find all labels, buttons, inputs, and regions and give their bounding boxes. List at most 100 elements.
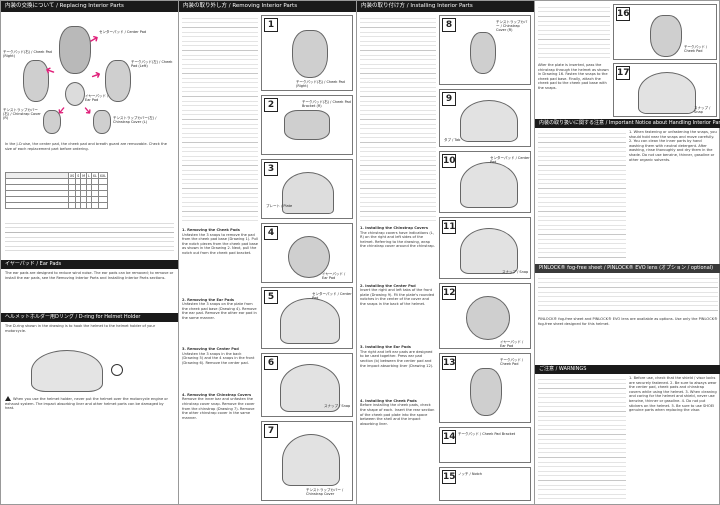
cheek-pad-illustration	[650, 15, 682, 57]
table-row	[5, 202, 108, 209]
figure-caption: タブ / Tab	[444, 138, 461, 142]
warning-icon	[5, 396, 11, 401]
section-header: イヤーパッド / Ear Pads	[1, 260, 178, 269]
helmet-illustration	[282, 434, 340, 486]
figure-caption: スナップ / Snap	[502, 270, 529, 274]
column-notices: After the plate is inserted, pass the ch…	[535, 1, 720, 504]
step-title: 2. Removing the Ear Pads	[182, 297, 235, 302]
warnings-section: 1. Before use, check that the shield / v…	[535, 374, 720, 504]
dring-warning-text: When you use the helmet holder, never pu…	[5, 397, 168, 411]
top-section: After the plate is inserted, pass the ch…	[535, 1, 720, 119]
section-header: ヘルメットホルダー用Dリング / D-ring for Helmet Holde…	[1, 313, 178, 322]
center-pad-illustration	[59, 26, 91, 74]
figure-9: 9 タブ / Tab	[439, 89, 531, 147]
figure-caption: イヤーパッド / Ear Pad	[500, 340, 524, 348]
figure-10: 10 センターパッド / Center Pad	[439, 151, 531, 213]
warnings-text: 1. Before use, check that the shield / v…	[629, 376, 717, 413]
step-body: Unfasten the 3 snaps on the plate from t…	[182, 302, 257, 320]
chinstrap-cover-l-illustration	[93, 110, 111, 134]
figure-caption: チンストラップカバー / Chinstrap Cover	[306, 488, 344, 496]
ear-pads-text: The ear pads are designed to reduce wind…	[5, 271, 174, 280]
d-ring-icon	[111, 364, 123, 376]
figure-number: 12	[442, 286, 456, 300]
interior-diagram: ➜ ➜ ➜ ➜ ➜ センターパッド / Center Pad チークパッド(右)…	[1, 12, 178, 140]
step-body: Remove the inner bar and unfasten the ch…	[182, 397, 255, 420]
label-cheek-pad-right: チークパッド(右) / Cheek Pad (Right)	[3, 50, 52, 58]
section-header: ご注意 / WARNINGS	[535, 365, 720, 374]
step-body: The right and left ear pads are designed…	[360, 349, 434, 368]
helmet-illustration	[282, 172, 334, 214]
japanese-text-block	[182, 15, 258, 225]
figure-caption: センターパッド / Center Pad	[490, 156, 530, 164]
figure-5: 5 センターパッド / Center Pad	[261, 287, 353, 349]
column-replacing-parts: 内装の交換について / Replacing Interior Parts ➜ ➜…	[1, 1, 179, 504]
cheek-pad-illustration	[292, 30, 328, 78]
notice-section: 1. When fastening or unfastening the sna…	[535, 128, 720, 264]
figure-caption: チンストラップカバー / Chinstrap Cover (R)	[496, 20, 528, 32]
label-ear-pad: イヤーパッド / Ear Pad	[85, 94, 109, 102]
figure-6: 6 スナップ / Snap	[261, 353, 353, 417]
figure-caption: チークパッド / Cheek Pad Bracket	[458, 432, 516, 436]
cheek-pad-illustration	[470, 368, 502, 416]
step-body: Unfasten the 3 snaps to remove the pad f…	[182, 232, 258, 255]
figure-7: 7 チンストラップカバー / Chinstrap Cover	[261, 421, 353, 501]
figure-15: 15 ノッチ / Notch	[439, 467, 531, 501]
notes-lines	[5, 220, 174, 254]
step-title: 2. Installing the Center Pad	[360, 283, 416, 288]
figure-caption: チークパッド(右) / Cheek Pad Bracket (R)	[302, 100, 351, 108]
notice-text: 1. When fastening or unfastening the sna…	[629, 130, 717, 162]
section-header: PINLOCK® fog-free sheet / PINLOCK® EVO l…	[535, 264, 720, 273]
installing-steps: 1. Installing the Chinstrap Covers The c…	[360, 15, 436, 499]
section-header: 内装の交換について / Replacing Interior Parts	[1, 1, 178, 12]
figure-caption: プレート / Plate	[266, 204, 293, 208]
helmet-illustration	[460, 162, 518, 208]
figure-number: 17	[616, 66, 630, 80]
figure-number: 16	[616, 7, 630, 21]
figure-4: 4 イヤーパッド / Ear Pad	[261, 223, 353, 283]
helmet-illustration	[31, 350, 103, 392]
step-title: 1. Removing the Cheek Pads	[182, 228, 240, 232]
table-row	[5, 190, 108, 197]
figure-1: 1 チークパッド(右) / Cheek Pad (Right)	[261, 15, 353, 91]
step-title: 4. Removing the Chinstrap Covers	[182, 392, 252, 397]
helmet-illustration	[460, 100, 518, 142]
figure-8: 8 チンストラップカバー / Chinstrap Cover (R)	[439, 15, 531, 85]
helmet-illustration	[638, 72, 696, 114]
size-table: XS S M L XL XXL	[5, 172, 108, 209]
figure-caption: センターパッド / Center Pad	[312, 292, 352, 300]
notes-block	[1, 220, 178, 260]
figure-caption: スナップ / Snap	[324, 404, 351, 408]
dring-text: The D-ring shown in the drawing is to ho…	[5, 324, 156, 333]
figure-number: 13	[442, 356, 456, 370]
figure-2: 2 チークパッド(右) / Cheek Pad Bracket (R)	[261, 95, 353, 155]
figure-11: 11 スナップ / Snap	[439, 217, 531, 279]
figure-number: 15	[442, 470, 456, 484]
figure-caption: イヤーパッド / Ear Pad	[322, 272, 346, 280]
figure-caption: スナップ / Snap	[694, 106, 711, 114]
size-table-wrapper: XS S M L XL XXL	[1, 172, 178, 218]
figure-number: 3	[264, 162, 278, 176]
final-step-text: After the plate is inserted, pass the ch…	[538, 63, 609, 90]
helmet-illustration	[280, 298, 340, 344]
figure-number: 7	[264, 424, 278, 438]
figure-number: 4	[264, 226, 278, 240]
step-title: 3. Installing the Ear Pads	[360, 345, 411, 350]
figure-number: 1	[264, 18, 278, 32]
section-header: 内装の取り付け方 / Installing Interior Parts	[357, 1, 534, 12]
figure-16: 16 チークパッド / Cheek Pad	[613, 4, 717, 60]
chinstrap-cover-illustration	[470, 32, 496, 74]
figure-caption: チークパッド(右) / Cheek Pad (Right)	[296, 80, 345, 88]
step-body: Before installing the cheek pads, check …	[360, 403, 435, 426]
japanese-text-block	[360, 15, 436, 223]
figure-number: 8	[442, 18, 456, 32]
step-body: Insert the right and left tabs of the fr…	[360, 288, 435, 306]
figure-number: 9	[442, 92, 456, 106]
figure-caption: ノッチ / Notch	[458, 472, 483, 476]
section-header: 内装の取り扱いに関する注意 / Important Notice about H…	[535, 119, 720, 128]
figure-number: 6	[264, 356, 278, 370]
step-title: 3. Removing the Center Pad	[182, 347, 239, 352]
label-center-pad: センターパッド / Center Pad	[99, 30, 147, 34]
chinstrap-cover-r-illustration	[43, 110, 61, 134]
helmet-illustration	[280, 364, 340, 412]
